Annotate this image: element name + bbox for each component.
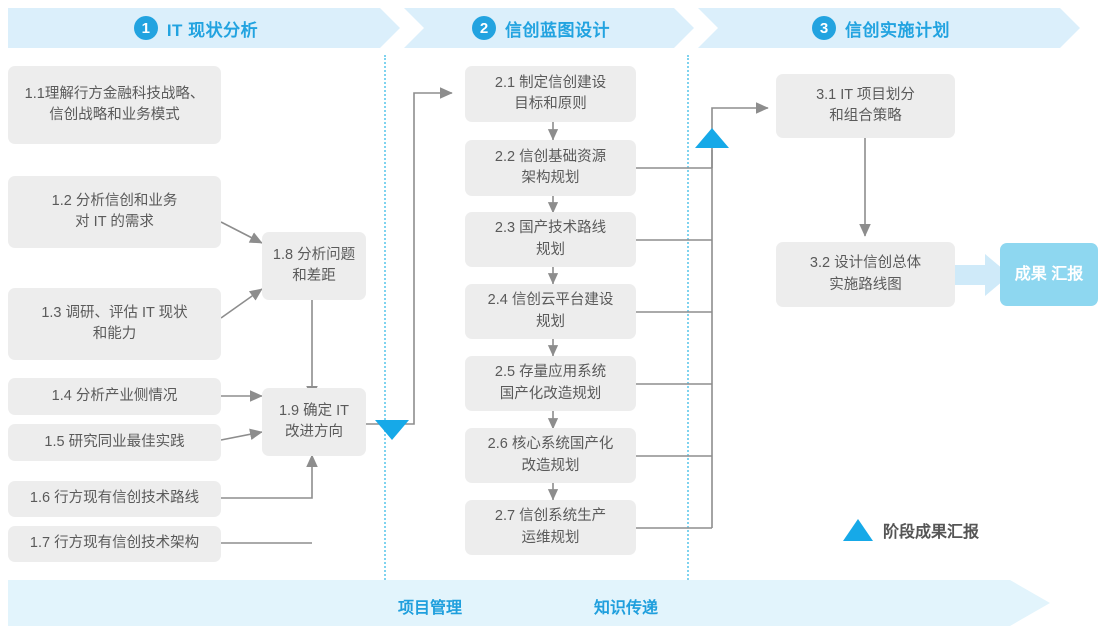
result-report-box[interactable]: 成果 汇报 <box>1000 243 1098 306</box>
task-box-1-8[interactable]: 1.8 分析问题 和差距 <box>262 232 366 300</box>
phase-title-3: 信创实施计划 <box>845 20 950 40</box>
task-1-2-line1: 1.2 分析信创和业务 <box>51 192 178 209</box>
phase-title-1: IT 现状分析 <box>166 20 259 40</box>
task-2-4-line1: 2.4 信创云平台建设 <box>487 292 614 309</box>
task-box-2-4[interactable]: 2.4 信创云平台建设 规划 <box>465 284 636 339</box>
task-box-3-2[interactable]: 3.2 设计信创总体 实施路线图 <box>776 242 955 307</box>
legend-milestone: 阶段成果汇报 <box>843 518 979 542</box>
task-1-9-line2: 改进方向 <box>284 424 343 440</box>
task-box-2-5[interactable]: 2.5 存量应用系统 国产化改造规划 <box>465 356 636 411</box>
task-2-3-line1: 2.3 国产技术路线 <box>494 220 607 237</box>
task-box-2-1[interactable]: 2.1 制定信创建设 目标和原则 <box>465 66 636 122</box>
phase-title-2: 信创蓝图设计 <box>505 20 610 40</box>
triangle-milestone-icon <box>843 519 873 541</box>
task-1-2-line2: 对 IT 的需求 <box>75 214 154 230</box>
task-box-1-6[interactable]: 1.6 行方现有信创技术路线 <box>8 481 221 517</box>
result-line1: 成果 <box>1014 265 1047 283</box>
task-box-3-1[interactable]: 3.1 IT 项目划分 和组合策略 <box>776 74 955 138</box>
task-2-5-line1: 2.5 存量应用系统 <box>494 364 607 381</box>
task-1-3-line2: 和能力 <box>92 326 137 342</box>
task-2-3-line2: 规划 <box>536 241 565 258</box>
task-1-7-label: 1.7 行方现有信创技术架构 <box>29 535 200 552</box>
milestone-triangle-phase1 <box>375 420 409 440</box>
bottom-label-1: 项目管理 <box>398 600 463 617</box>
task-2-5-line2: 国产化改造规划 <box>499 385 602 402</box>
task-1-9-line1: 1.9 确定 IT <box>278 402 350 419</box>
task-2-6-line1: 2.6 核心系统国产化 <box>487 436 614 453</box>
task-box-1-4[interactable]: 1.4 分析产业侧情况 <box>8 378 221 415</box>
task-1-4-label: 1.4 分析产业侧情况 <box>51 387 178 404</box>
bottom-label-2: 知识传递 <box>594 600 659 617</box>
result-line2: 汇报 <box>1051 265 1084 283</box>
phase-divider-2 <box>687 55 689 580</box>
task-2-7-line1: 2.7 信创系统生产 <box>494 508 607 525</box>
task-1-8-line1: 1.8 分析问题 <box>272 246 356 263</box>
task-1-1-line2: 信创战略和业务模式 <box>49 107 180 123</box>
task-3-1-line2: 和组合策略 <box>829 108 902 124</box>
task-box-1-7[interactable]: 1.7 行方现有信创技术架构 <box>8 526 221 562</box>
phase-number-3: 3 <box>812 16 836 40</box>
task-3-2-line1: 3.2 设计信创总体 <box>809 255 922 272</box>
phase-number-1: 1 <box>133 16 158 40</box>
task-3-1-line1: 3.1 IT 项目划分 <box>816 86 915 103</box>
task-box-2-7[interactable]: 2.7 信创系统生产 运维规划 <box>465 500 636 555</box>
task-box-1-1[interactable]: 1.1理解行方金融科技战略、 信创战略和业务模式 <box>8 66 221 144</box>
task-2-6-line2: 改造规划 <box>521 457 580 474</box>
task-2-2-line2: 架构规划 <box>521 170 580 186</box>
task-box-1-2[interactable]: 1.2 分析信创和业务 对 IT 的需求 <box>8 176 221 248</box>
task-2-1-line1: 2.1 制定信创建设 <box>494 74 607 91</box>
task-box-1-5[interactable]: 1.5 研究同业最佳实践 <box>8 424 221 461</box>
task-1-3-line1: 1.3 调研、评估 IT 现状 <box>41 304 188 321</box>
milestone-triangle-phase2 <box>695 128 729 148</box>
bottom-band-arrow-icon <box>1010 580 1050 626</box>
task-box-1-9[interactable]: 1.9 确定 IT 改进方向 <box>262 388 366 456</box>
bottom-band <box>8 580 1010 626</box>
task-box-2-3[interactable]: 2.3 国产技术路线 规划 <box>465 212 636 267</box>
task-1-5-label: 1.5 研究同业最佳实践 <box>44 433 185 450</box>
task-box-2-2[interactable]: 2.2 信创基础资源 架构规划 <box>465 140 636 196</box>
task-1-8-line2: 和差距 <box>292 268 336 284</box>
task-1-6-label: 1.6 行方现有信创技术路线 <box>29 490 200 507</box>
task-2-7-line2: 运维规划 <box>521 529 580 546</box>
phase-band-1[interactable]: 1 IT 现状分析 <box>8 8 400 48</box>
phase-divider-1 <box>384 55 386 580</box>
phase-number-2: 2 <box>472 16 496 40</box>
task-box-1-3[interactable]: 1.3 调研、评估 IT 现状 和能力 <box>8 288 221 360</box>
legend-label: 阶段成果汇报 <box>883 524 980 541</box>
phase-band-3[interactable]: 3 信创实施计划 <box>698 8 1080 48</box>
task-3-2-line2: 实施路线图 <box>829 276 902 293</box>
task-box-2-6[interactable]: 2.6 核心系统国产化 改造规划 <box>465 428 636 483</box>
task-2-1-line2: 目标和原则 <box>514 96 587 112</box>
phase-band-2[interactable]: 2 信创蓝图设计 <box>404 8 694 48</box>
task-2-4-line2: 规划 <box>536 313 565 330</box>
task-2-2-line1: 2.2 信创基础资源 <box>494 148 607 165</box>
task-1-1-line1: 1.1理解行方金融科技战略、 <box>24 85 205 102</box>
